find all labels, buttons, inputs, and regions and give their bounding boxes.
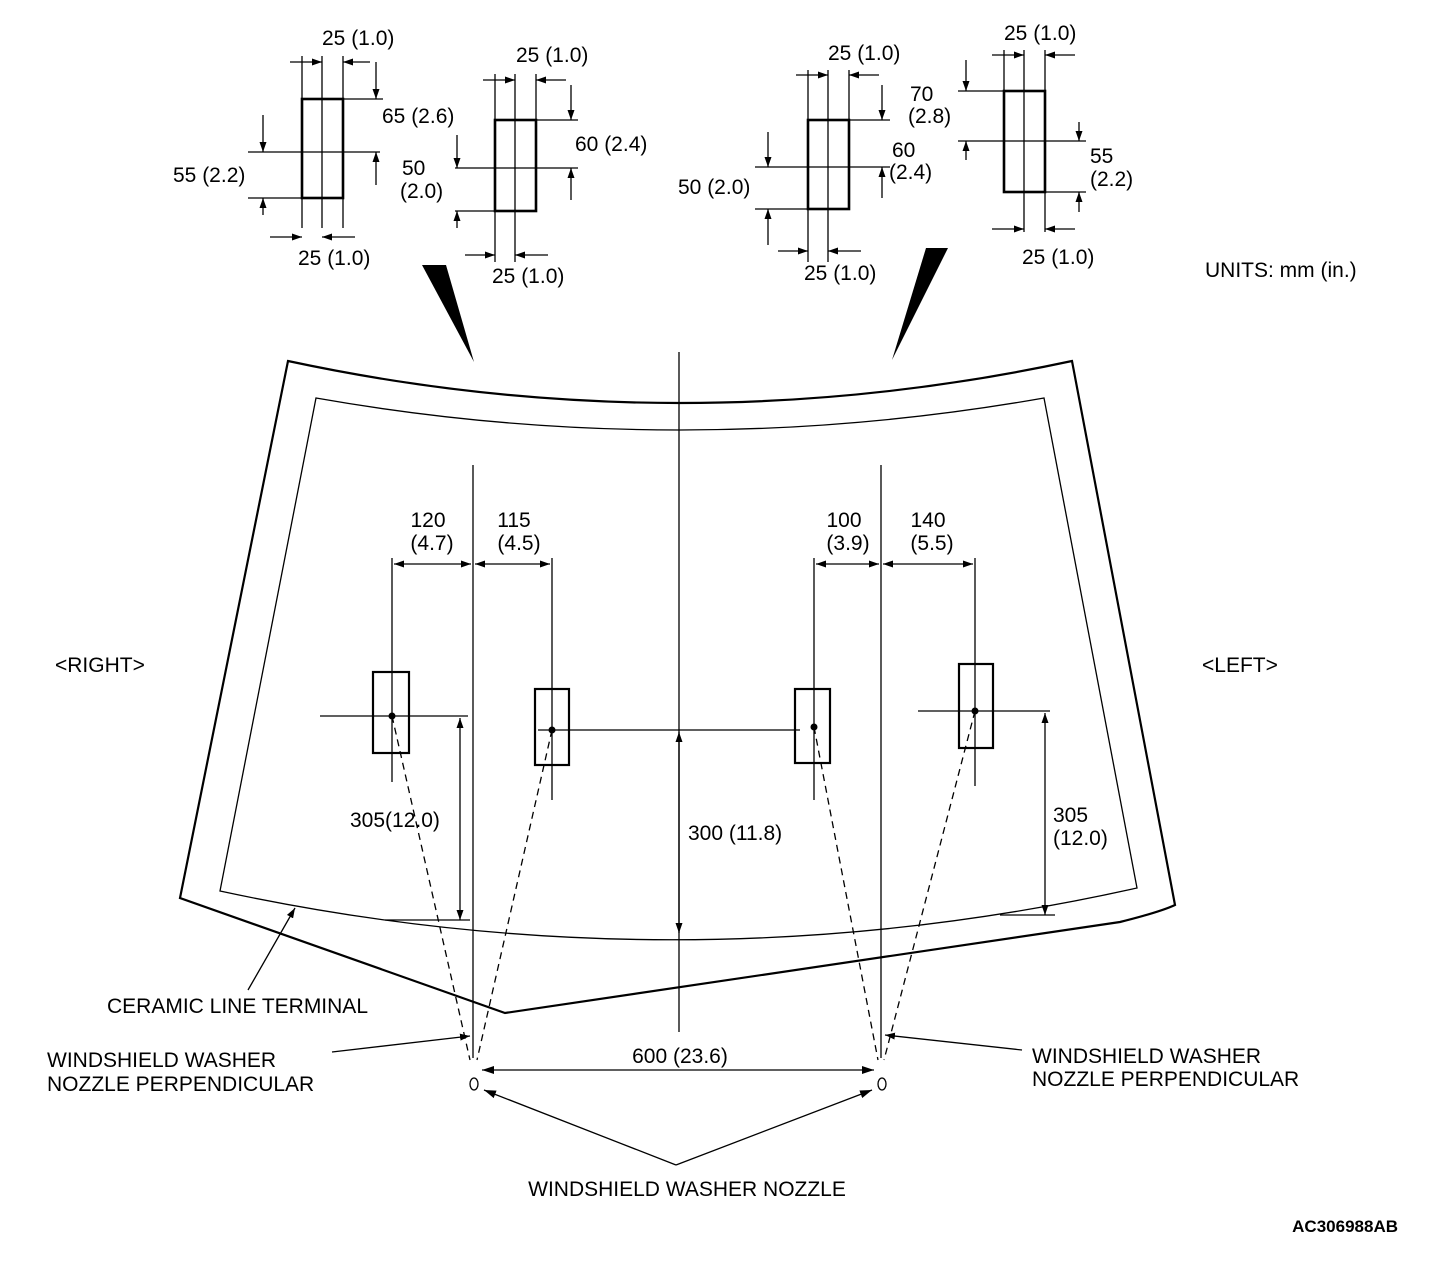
detail-left-outer: 25 (1.0) 25 (1.0) 70 (2.8) 55 (2.2) — [908, 22, 1133, 269]
detail-left-inner-top-25: 25 (1.0) — [828, 42, 900, 65]
detail-left-inner-60-inch: (2.4) — [889, 161, 932, 184]
right-side-label: <RIGHT> — [55, 654, 145, 677]
left-inner-target-rect — [793, 687, 832, 765]
nozzle-leader-left — [675, 1089, 873, 1166]
right-inner-spray-path — [476, 729, 553, 1061]
detail-left-outer-70: 70 — [910, 83, 933, 106]
detail-right-inner-top-25: 25 (1.0) — [516, 44, 588, 67]
detail-right-inner: 25 (1.0) 25 (1.0) 60 (2.4) 50 (2.0) — [400, 44, 647, 288]
detail-right-outer-bottom-25: 25 (1.0) — [298, 247, 370, 270]
dim-300-label: 300 (11.8) — [688, 822, 782, 845]
detail-right-inner-50: 50 — [402, 157, 425, 180]
left-inner-spray-path — [813, 726, 879, 1061]
windshield — [178, 359, 1177, 1015]
right-washer-nozzle-icon — [469, 1077, 479, 1091]
right-perpendicular-label-line2: NOZZLE PERPENDICULAR — [47, 1073, 314, 1096]
right-perpendicular-leader — [331, 1033, 471, 1053]
left-outer-target-rect — [957, 662, 995, 750]
right-outer-target-rect — [371, 670, 411, 755]
units-label: UNITS: mm (in.) — [1205, 259, 1357, 282]
left-perpendicular-leader — [884, 1032, 1023, 1051]
dim-140-inch: (5.5) — [910, 532, 953, 555]
detail-left-inner-50: 50 (2.0) — [678, 176, 750, 199]
detail-left-inner-bottom-25: 25 (1.0) — [804, 262, 876, 285]
figure-code: AC306988AB — [1292, 1217, 1398, 1236]
right-perpendicular-label-line1: WINDSHIELD WASHER — [47, 1049, 276, 1072]
detail-right-inner-bottom-25: 25 (1.0) — [492, 265, 564, 288]
dim-100-value: 100 — [826, 509, 861, 532]
detail-left-outer-bottom-25: 25 (1.0) — [1022, 246, 1094, 269]
nozzle-leader-right — [483, 1089, 677, 1166]
left-detail-pointer — [892, 248, 948, 360]
windshield-ceramic-line — [219, 397, 1138, 941]
left-perpendicular-label-line2: NOZZLE PERPENDICULAR — [1032, 1068, 1299, 1091]
detail-right-inner-50-inch: (2.0) — [400, 180, 443, 203]
detail-right-outer: 25 (1.0) 25 (1.0) 65 (2.6) 55 (2.2) — [173, 27, 454, 270]
detail-right-outer-top-25: 25 (1.0) — [322, 27, 394, 50]
windshield-outer-edge — [178, 359, 1177, 1015]
washer-nozzle-label: WINDSHIELD WASHER NOZZLE — [528, 1178, 846, 1201]
detail-right-outer-65: 65 (2.6) — [382, 105, 454, 128]
ceramic-line-terminal-label: CERAMIC LINE TERMINAL — [107, 995, 368, 1018]
ceramic-line-leader — [247, 907, 296, 991]
dim-120-inch: (4.7) — [410, 532, 453, 555]
detail-left-outer-55: 55 — [1090, 145, 1113, 168]
dim-305-right-label: 305(12.0) — [350, 809, 440, 832]
left-side-label: <LEFT> — [1202, 654, 1278, 677]
detail-left-outer-top-25: 25 (1.0) — [1004, 22, 1076, 45]
left-washer-nozzle-icon — [877, 1077, 887, 1091]
detail-left-outer-70-inch: (2.8) — [908, 105, 951, 128]
left-perpendicular-label-line1: WINDSHIELD WASHER — [1032, 1045, 1261, 1068]
detail-left-inner-60: 60 — [892, 139, 915, 162]
right-side-spray-targets: 120 (4.7) 115 (4.5) 305(12.0) — [320, 465, 800, 1091]
left-side-spray-targets: 100 (3.9) 140 (5.5) 305 (12.0) — [793, 465, 1108, 1091]
detail-right-outer-55: 55 (2.2) — [173, 164, 245, 187]
dim-120-value: 120 — [410, 509, 445, 532]
right-detail-pointer — [422, 265, 474, 362]
detail-left-outer-55-inch: (2.2) — [1090, 168, 1133, 191]
right-outer-spray-path — [391, 715, 471, 1061]
dim-305-left-value: 305 — [1053, 804, 1088, 827]
detail-right-inner-60: 60 (2.4) — [575, 133, 647, 156]
dim-140-value: 140 — [910, 509, 945, 532]
left-outer-spray-path — [883, 710, 976, 1061]
dim-100-inch: (3.9) — [826, 532, 869, 555]
dim-305-left-inch: (12.0) — [1053, 827, 1108, 850]
dim-600-label: 600 (23.6) — [632, 1045, 728, 1068]
dim-115-value: 115 — [497, 509, 530, 532]
detail-left-inner: 25 (1.0) 25 (1.0) 60 (2.4) 50 (2.0) — [678, 42, 932, 285]
dim-115-inch: (4.5) — [497, 532, 540, 555]
